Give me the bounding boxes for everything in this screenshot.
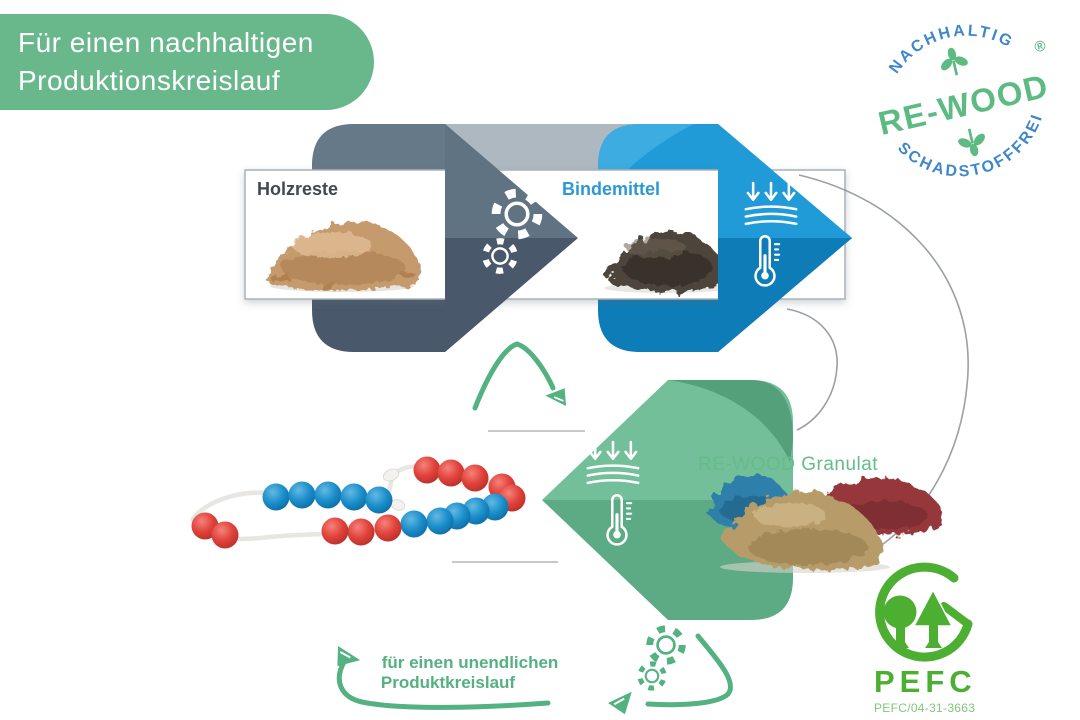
- bindemittel-label: Bindemittel: [562, 179, 660, 199]
- wood-chips-image: [267, 220, 421, 292]
- registered-mark: ®: [1033, 37, 1048, 56]
- granulat-label: RE-WOOD Granulat: [698, 454, 878, 475]
- rewood-badge: NACHHALTIG RE-WOOD ® SCHADSTOFFFREI: [875, 10, 1057, 196]
- pefc-logo: PEFC PEFC/04-31-3663: [874, 562, 977, 715]
- granulate-tan: [720, 491, 890, 573]
- chevron-bindemittel-tip-lower: [718, 238, 852, 352]
- sprout-icon-top: [933, 43, 974, 81]
- chevron-holzreste-tip-lower: [445, 238, 578, 352]
- gear-icon: [637, 661, 668, 692]
- cycle-caption-line1: für einen unendlichen: [382, 653, 559, 672]
- flow-arrow-down: [472, 341, 575, 413]
- flow-curve-inner: [786, 308, 838, 431]
- badge-arc-top-text: NACHHALTIG: [880, 10, 1020, 79]
- cycle-caption-line2: Produktkreislauf: [381, 673, 515, 692]
- granulate-piles-image: [708, 474, 942, 573]
- process-row-bottom: RE-WOOD Granulat: [190, 380, 942, 716]
- cycle-arrow-left: [327, 639, 551, 710]
- bead-string-product-image: [190, 456, 526, 549]
- beads: [191, 456, 526, 549]
- cycle-arrow-right: [607, 633, 733, 716]
- pefc-circle-arrow-icon: [875, 562, 973, 662]
- banner-line-2: Produktionskreislauf: [18, 65, 281, 96]
- holzreste-label: Holzreste: [257, 179, 338, 199]
- chevron-bindemittel-tip: [718, 124, 852, 238]
- cycle-gears-icon: [650, 629, 683, 662]
- chevron-holzreste-tip: [445, 124, 578, 238]
- binder-powder-image: [604, 232, 728, 293]
- pefc-license-number: PEFC/04-31-3663: [874, 701, 975, 715]
- header-banner: Für einen nachhaltigen Produktionskreisl…: [0, 14, 374, 110]
- process-row-top: Holzreste Bindemittel: [244, 124, 852, 352]
- band-edge-lines: [452, 430, 585, 563]
- pefc-trees-icon: [883, 588, 954, 648]
- banner-line-1: Für einen nachhaltigen: [18, 27, 314, 58]
- sprout-icon-bottom: [952, 123, 993, 161]
- pefc-wordmark: PEFC: [874, 664, 977, 699]
